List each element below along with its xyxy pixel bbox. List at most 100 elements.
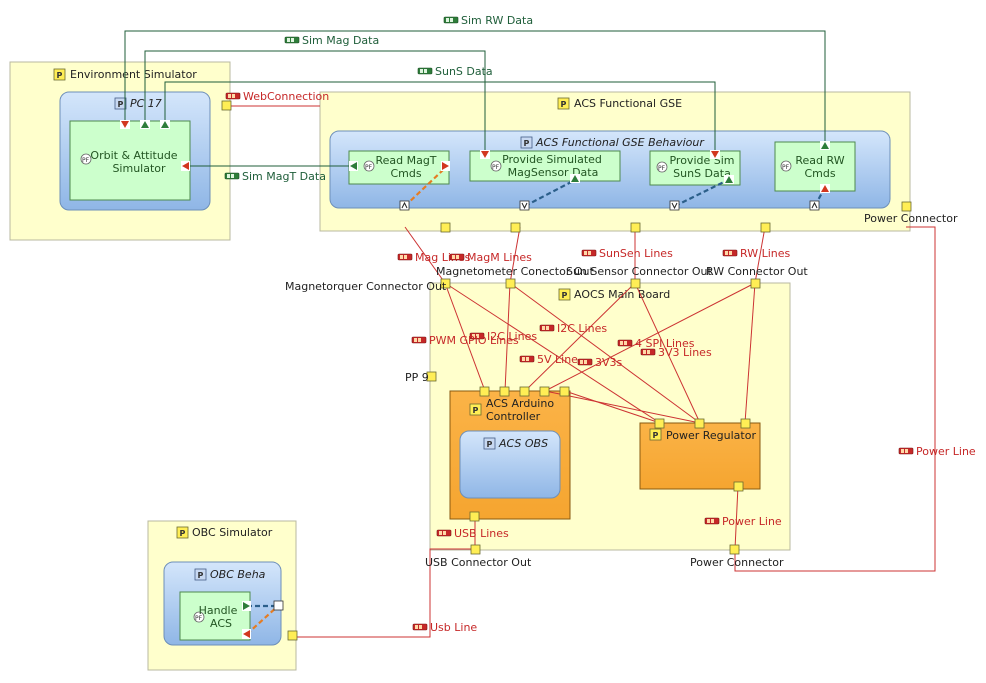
port-out-green[interactable] xyxy=(242,601,251,611)
label-pwm-gpio-lines: PWM GPIO Lines xyxy=(429,334,519,347)
obc-usb-port[interactable] xyxy=(287,630,298,641)
behaviour-ports xyxy=(273,200,820,611)
environment-simulator-title: Environment Simulator xyxy=(70,68,197,81)
behaviour-port[interactable] xyxy=(519,200,530,211)
arduino-port[interactable] xyxy=(499,386,510,397)
function-provide-simulated-magsensor-data[interactable]: PF Provide Simulated MagSensor Data xyxy=(469,150,621,182)
sun-sensor-connector-port[interactable] xyxy=(630,278,641,289)
arduino-port[interactable] xyxy=(519,386,530,397)
behaviour-port[interactable] xyxy=(809,200,820,211)
arduino-usb-port[interactable] xyxy=(469,511,480,522)
port-in-green[interactable] xyxy=(160,120,170,129)
label-pp9: PP 9 xyxy=(405,371,429,384)
function-handle-acs[interactable]: PF Handle ACS xyxy=(179,591,251,641)
part-icon-letter: P xyxy=(473,406,479,415)
behaviour-port[interactable] xyxy=(399,200,410,211)
pwm-gpio-link[interactable] xyxy=(444,282,486,392)
magm-lines-link[interactable] xyxy=(509,226,521,284)
physical-ports xyxy=(221,100,912,641)
port-in-green[interactable] xyxy=(820,141,830,150)
port-out-orange[interactable] xyxy=(710,150,720,159)
spi-link[interactable] xyxy=(544,282,756,392)
label-magnetorquer-connector-out: Magnetorquer Connector Out xyxy=(285,280,447,293)
port-out-orange[interactable] xyxy=(441,161,450,171)
port-out-orange[interactable] xyxy=(480,150,490,159)
port-out-orange[interactable] xyxy=(820,184,830,193)
label-sim-mag-data: Sim Mag Data xyxy=(302,34,379,47)
rw-power-link[interactable] xyxy=(744,282,756,424)
arduino-port[interactable] xyxy=(559,386,570,397)
acs-functional-gse-title: ACS Functional GSE xyxy=(574,97,682,110)
power-line-board-link[interactable] xyxy=(734,485,739,550)
part-icon xyxy=(53,68,66,81)
sun-power-link[interactable] xyxy=(634,282,701,424)
part-icon xyxy=(649,428,662,441)
label-magm-lines: MagM Lines xyxy=(467,251,532,264)
gse-port-magm[interactable] xyxy=(510,222,521,233)
magm-power-link[interactable] xyxy=(509,282,701,424)
mag-lines-link[interactable] xyxy=(404,226,446,284)
rw-connector-port[interactable] xyxy=(750,278,761,289)
aocs-main-board-title: AOCS Main Board xyxy=(574,288,670,301)
power-regulator[interactable]: P Power Regulator xyxy=(639,422,761,490)
handle-acs-line2: ACS xyxy=(210,617,232,630)
allocation-handle-acs-in xyxy=(246,605,279,635)
provide-suns-line1: Provide Sim xyxy=(669,154,734,167)
acs-obs-behaviour[interactable]: P ACS OBS xyxy=(459,430,561,499)
gse-port-sun[interactable] xyxy=(630,222,641,233)
port-in-green[interactable] xyxy=(349,161,358,171)
function-icon-letter: PF xyxy=(492,164,500,171)
exchange-sim-mag[interactable] xyxy=(144,50,486,151)
label-power-line-board: Power Line xyxy=(722,515,782,528)
part-icon xyxy=(176,526,189,539)
usb-connector-port[interactable] xyxy=(470,544,481,555)
power-line-right-link[interactable] xyxy=(734,226,936,572)
port-out-orange[interactable] xyxy=(181,161,190,171)
function-icon-letter: PF xyxy=(782,164,790,171)
i2c-link-a[interactable] xyxy=(504,282,511,392)
i2c-link-b[interactable] xyxy=(524,282,636,392)
behaviour-port[interactable] xyxy=(273,600,284,611)
label-sunsen-lines: SunSen Lines xyxy=(599,247,673,260)
arduino-port[interactable] xyxy=(539,386,550,397)
obc-simulator-title: OBC Simulator xyxy=(192,526,273,539)
3v3s-link[interactable] xyxy=(544,390,701,424)
pc17-title: PC 17 xyxy=(130,97,162,110)
port-in-green[interactable] xyxy=(570,174,580,183)
pp9-port[interactable] xyxy=(426,371,437,382)
power-regulator-port[interactable] xyxy=(694,418,705,429)
arduino-port[interactable] xyxy=(479,386,490,397)
orbit-sim-line2: Simulator xyxy=(112,162,166,175)
exchange-suns[interactable] xyxy=(164,81,716,151)
magnetometer-connector-port[interactable] xyxy=(505,278,516,289)
label-usb-connector-out: USB Connector Out xyxy=(425,556,532,569)
board-power-connector-port[interactable] xyxy=(729,544,740,555)
function-orbit-attitude-simulator[interactable]: PF Orbit & Attitude Simulator xyxy=(69,120,191,201)
exchange-sim-rw[interactable] xyxy=(124,30,826,142)
behaviour-port[interactable] xyxy=(669,200,680,211)
power-regulator-port[interactable] xyxy=(654,418,665,429)
port-in-green[interactable] xyxy=(140,120,150,129)
gse-port-mag[interactable] xyxy=(440,222,451,233)
5v-link[interactable] xyxy=(564,390,661,424)
function-read-magt-cmds[interactable]: PF Read MagT Cmds xyxy=(348,150,450,185)
port-out-orange[interactable] xyxy=(120,120,130,129)
read-rw-line1: Read RW xyxy=(795,154,844,167)
power-regulator-port[interactable] xyxy=(733,481,744,492)
port-in-orange[interactable] xyxy=(242,629,251,639)
provide-mag-line1: Provide Simulated xyxy=(502,153,602,166)
web-port-env[interactable] xyxy=(221,100,232,111)
label-4-spi-lines: 4 SPI Lines xyxy=(635,337,695,350)
function-icon xyxy=(656,161,668,173)
gse-power-connector-port[interactable] xyxy=(901,201,912,212)
part-icon-letter: P xyxy=(562,291,568,300)
magnetorquer-connector-port[interactable] xyxy=(440,278,451,289)
power-regulator-port[interactable] xyxy=(740,418,751,429)
rw-lines-link[interactable] xyxy=(754,226,766,284)
gse-port-rw[interactable] xyxy=(760,222,771,233)
port-in-green[interactable] xyxy=(724,175,734,184)
label-web-connection: WebConnection xyxy=(243,90,329,103)
allocation-provide-mag xyxy=(524,179,576,207)
function-read-rw-cmds[interactable]: PF Read RW Cmds xyxy=(774,141,856,192)
mag-power-link[interactable] xyxy=(444,282,661,424)
